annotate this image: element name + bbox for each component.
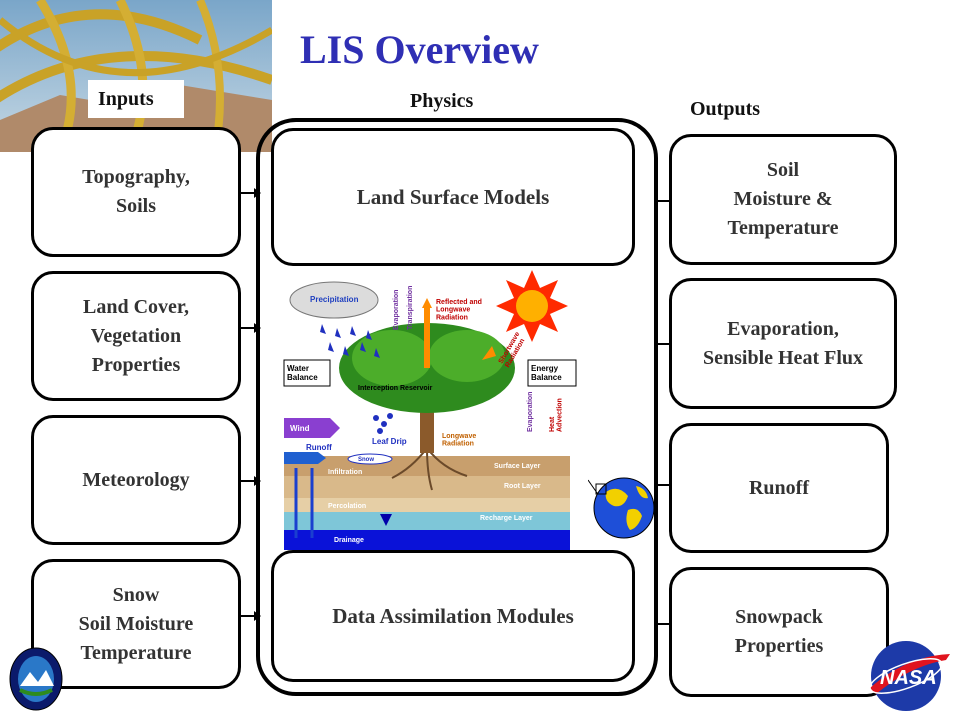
- label-snow: Snow: [358, 457, 374, 463]
- label-infiltration: Infiltration: [328, 469, 362, 476]
- arrow-input-4: [241, 611, 261, 621]
- wind-arrow: [284, 418, 340, 438]
- label-precipitation: Precipitation: [310, 295, 359, 304]
- inputs-header: Inputs: [88, 80, 184, 118]
- label-surface-layer: Surface Layer: [494, 463, 541, 470]
- program-seal-logo: [9, 647, 63, 711]
- label-drainage: Drainage: [334, 537, 364, 544]
- output-box-runoff: Runoff: [669, 423, 889, 553]
- input-box-snow: Snow Soil Moisture Temperature: [31, 559, 241, 689]
- sun-icon: [496, 270, 568, 342]
- label-recharge-layer: Recharge Layer: [480, 515, 533, 522]
- rain-drops: [320, 324, 380, 358]
- tree-canopy-right: [429, 330, 505, 382]
- runoff-arrow: [284, 452, 326, 464]
- outputs-header: Outputs: [690, 98, 761, 120]
- land-surface-models-box: Land Surface Models: [271, 128, 635, 266]
- label-evaporation-side: Evaporation: [527, 392, 534, 432]
- water-table-marker: [380, 514, 392, 526]
- soil-drainage-layer: [284, 530, 570, 550]
- leaf-drip-icon: [373, 413, 393, 434]
- label-runoff: Runoff: [306, 443, 332, 452]
- globe-icon: [588, 477, 655, 539]
- soil-recharge-layer: [284, 512, 570, 530]
- cloud: [289, 281, 379, 319]
- snow-patch: [347, 453, 393, 465]
- data-assimilation-box: Data Assimilation Modules: [271, 550, 635, 682]
- nasa-logo: NASA: [869, 641, 950, 711]
- output-box-soil-moisture: Soil Moisture & Temperature: [669, 134, 897, 265]
- nasa-logo-text: NASA: [880, 667, 937, 689]
- water-balance-box: [283, 359, 331, 387]
- radiation-arrow-shaft: [424, 308, 430, 368]
- input-box-topography: Topography, Soils: [31, 127, 241, 257]
- label-evaporation-top: Evaporation: [393, 290, 400, 330]
- label-leaf-drip: Leaf Drip: [372, 437, 407, 446]
- arrow-input-1: [241, 188, 261, 198]
- soil-percolation-layer: [284, 498, 570, 512]
- soil-root-layer: [284, 476, 570, 498]
- page-title: LIS Overview: [300, 27, 539, 72]
- input-box-meteorology: Meteorology: [31, 415, 241, 545]
- radiation-arrow-up: [422, 298, 432, 308]
- label-interception: Interception Reservoir: [358, 385, 433, 392]
- physics-header: Physics: [410, 90, 474, 112]
- label-root-layer: Root Layer: [504, 483, 541, 490]
- label-heat-advection: HeatAdvection: [549, 398, 564, 432]
- output-box-snowpack: Snowpack Properties: [669, 567, 889, 697]
- energy-balance-box: [527, 359, 577, 387]
- tree-canopy-left: [352, 330, 432, 386]
- arrow-input-2: [241, 323, 261, 333]
- input-box-land-cover: Land Cover, Vegetation Properties: [31, 271, 241, 401]
- arrow-input-3: [241, 476, 261, 486]
- label-wind: Wind: [290, 424, 310, 433]
- label-transpiration: Transpiration: [407, 286, 414, 330]
- physics-container: [256, 118, 658, 696]
- land-surface-illustration: Surface Layer Root Layer Recharge Layer …: [283, 270, 577, 550]
- output-box-evaporation: Evaporation, Sensible Heat Flux: [669, 278, 897, 409]
- label-percolation: Percolation: [328, 503, 366, 510]
- shortwave-arrow: [482, 346, 496, 360]
